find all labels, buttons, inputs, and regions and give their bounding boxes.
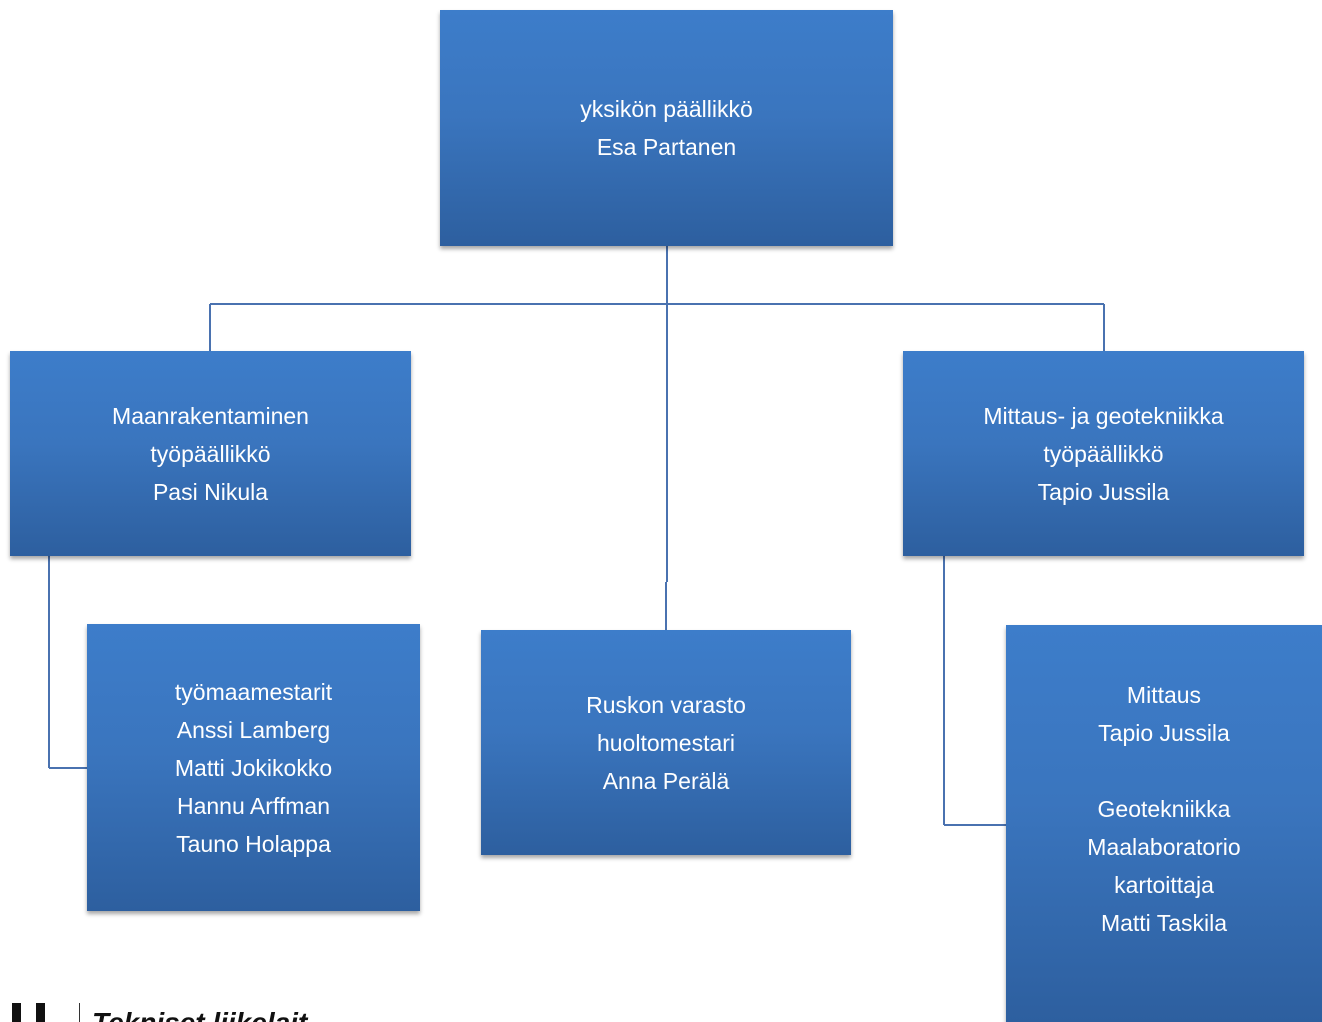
geotech-title: Geotekniikka: [1097, 795, 1231, 822]
site-foreman-name: Hannu Arffman: [176, 792, 330, 819]
surveying-geotech-person: Tapio Jussila: [1037, 478, 1170, 505]
survey-title: Mittaus: [1126, 681, 1202, 708]
earthworks-box: Maanrakentaminen työpäällikkö Pasi Nikul…: [10, 351, 411, 556]
site-foreman-name: Matti Jokikokko: [174, 754, 333, 781]
site-foreman-name: Tauno Holappa: [176, 830, 331, 857]
logo-mark-icon: [12, 1003, 64, 1022]
surveying-geotech-role: työpäällikkö: [1043, 440, 1164, 467]
logo-text: Tekniset liikelait: [92, 1009, 307, 1022]
surveying-geotech-unit-name: Mittaus- ja geotekniikka: [983, 402, 1224, 429]
site-foreman-name: Anssi Lamberg: [176, 716, 331, 743]
site-foremen-box: työmaamestarit Anssi Lamberg Matti Jokik…: [87, 624, 420, 911]
unit-head-name: Esa Partanen: [596, 134, 737, 160]
depot-role: huoltomestari: [596, 729, 736, 756]
survey-person: Tapio Jussila: [1098, 719, 1230, 746]
unit-head-box: yksikön päällikkö Esa Partanen: [440, 10, 893, 246]
survey-lab-box: Mittaus Tapio Jussila Geotekniikka Maala…: [1006, 625, 1322, 1022]
soil-lab-title: Maalaboratorio: [1087, 833, 1241, 860]
earthworks-person: Pasi Nikula: [152, 478, 269, 505]
unit-head-title: yksikön päällikkö: [580, 96, 753, 122]
depot-person: Anna Perälä: [602, 767, 730, 794]
surveying-geotech-box: Mittaus- ja geotekniikka työpäällikkö Ta…: [903, 351, 1304, 556]
surveyor-role: kartoittaja: [1114, 871, 1214, 898]
surveyor-person: Matti Taskila: [1100, 909, 1228, 936]
depot-name: Ruskon varasto: [586, 691, 746, 718]
depot-box: Ruskon varasto huoltomestari Anna Perälä: [481, 630, 851, 855]
earthworks-unit-name: Maanrakentaminen: [112, 402, 309, 429]
footer-logo: Tekniset liikelait: [0, 1003, 360, 1022]
site-foremen-title: työmaamestarit: [174, 678, 333, 705]
logo-divider: [79, 1003, 80, 1022]
earthworks-role: työpäällikkö: [150, 440, 271, 467]
